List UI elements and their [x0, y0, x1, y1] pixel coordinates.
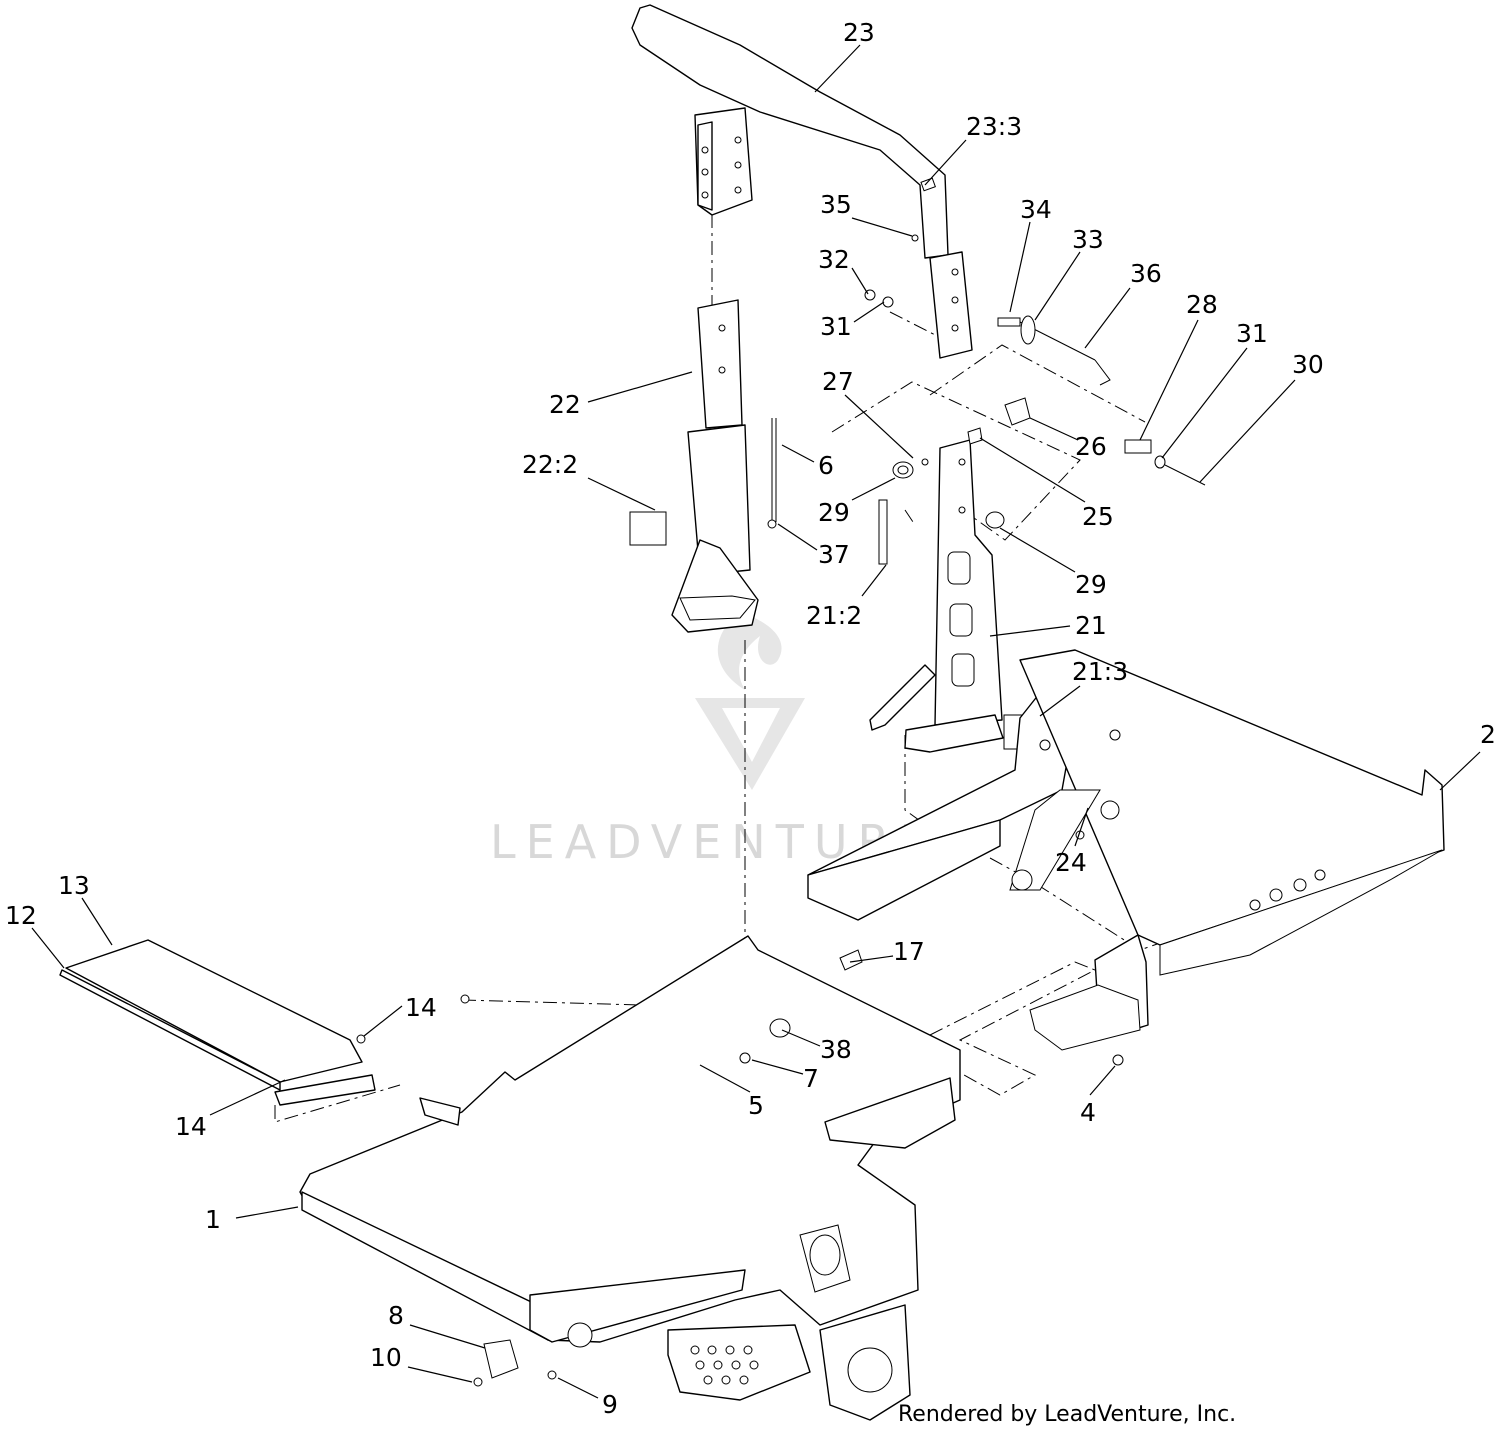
- callout-10: 10: [370, 1343, 402, 1372]
- callout-34: 34: [1020, 195, 1052, 224]
- render-credit: Rendered by LeadVenture, Inc.: [898, 1402, 1237, 1427]
- roll-bar-top: [631, 4, 973, 359]
- callout-4: 4: [1080, 1098, 1096, 1127]
- floor-pan: [59, 939, 376, 1106]
- front-frame: [299, 935, 1141, 1421]
- watermark-logo: [695, 612, 805, 790]
- callout-12: 12: [5, 901, 37, 930]
- callout-2: 2: [1480, 720, 1496, 749]
- callout-30: 30: [1292, 350, 1324, 379]
- callout-21-3: 21:3: [1072, 657, 1128, 686]
- callout-27: 27: [822, 367, 854, 396]
- callout-9: 9: [602, 1390, 618, 1419]
- rear-frame: [807, 649, 1445, 1041]
- callout-26: 26: [1075, 432, 1107, 461]
- callout-22: 22: [549, 390, 581, 419]
- callout-37: 37: [818, 540, 850, 569]
- callout-31-right: 31: [1236, 319, 1268, 348]
- callout-31-upper: 31: [820, 312, 852, 341]
- callout-24: 24: [1055, 848, 1087, 877]
- callout-17: 17: [893, 937, 925, 966]
- left-post: [629, 299, 777, 633]
- leader-lines: [31, 44, 1481, 1399]
- callout-38: 38: [820, 1035, 852, 1064]
- callout-29-left: 29: [818, 498, 850, 527]
- callout-labels: 23 23:3 35 34 33 32 36 31 28 31 30 27 22…: [5, 18, 1496, 1419]
- callout-7: 7: [803, 1064, 819, 1093]
- callout-28: 28: [1186, 290, 1218, 319]
- callout-29-right: 29: [1075, 570, 1107, 599]
- callout-6: 6: [818, 451, 834, 480]
- callout-36: 36: [1130, 259, 1162, 288]
- callout-23: 23: [843, 18, 875, 47]
- right-post: [869, 397, 1043, 753]
- callout-8: 8: [388, 1301, 404, 1330]
- callout-32: 32: [818, 245, 850, 274]
- callout-1: 1: [205, 1205, 221, 1234]
- callout-25: 25: [1082, 502, 1114, 531]
- callout-5: 5: [748, 1091, 764, 1120]
- callout-14-bottom: 14: [175, 1112, 207, 1141]
- callout-21: 21: [1075, 611, 1107, 640]
- callout-33: 33: [1072, 225, 1104, 254]
- callout-23-3: 23:3: [966, 112, 1022, 141]
- callout-22-2: 22:2: [522, 450, 578, 479]
- callout-14-top: 14: [405, 993, 437, 1022]
- assembly-lines: [274, 214, 1161, 1123]
- callout-21-2: 21:2: [806, 601, 862, 630]
- callout-35: 35: [820, 190, 852, 219]
- callout-13: 13: [58, 871, 90, 900]
